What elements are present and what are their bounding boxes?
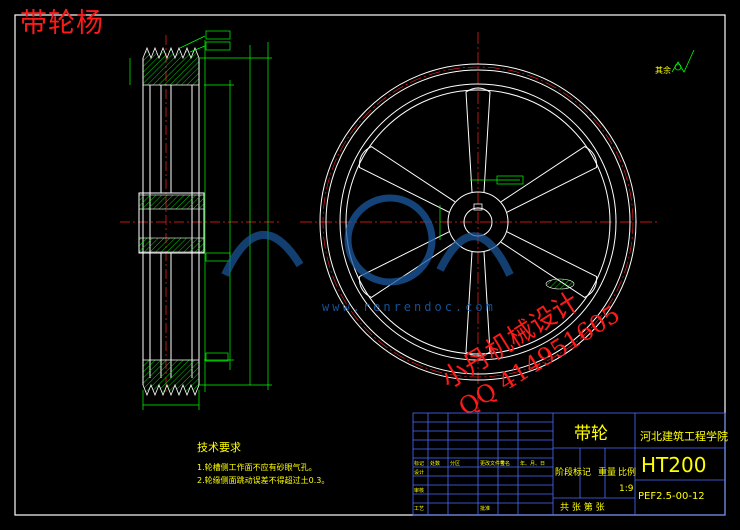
tolerance-frame [205,252,231,262]
tolerance-frame [205,30,231,40]
hub-hatch-bottom [138,237,205,253]
section-view [120,30,280,410]
hatched-section [545,278,575,290]
sign-label: 审核 [414,487,424,494]
spoke [358,231,456,298]
watermark-top-label: 带轮杨 [20,8,104,39]
keyway [473,203,483,211]
sign-label: 设计 [414,469,424,476]
rim-outer-circle [319,63,637,381]
stage-label: 阶段标记 [555,466,591,478]
drawing-number: PEF2.5-00-12 [638,491,705,502]
tiny-header: 签名 [500,460,510,467]
sign-label: 批准 [480,505,490,512]
ratio-label: 比例 [618,466,636,478]
sign-label: 工艺 [414,506,424,512]
pitch-circle [322,66,634,378]
note-item: 1.轮槽侧工作面不应有砂眼气孔。 [197,462,317,472]
tiny-header: 标记 [414,460,424,467]
top-groove-section [142,46,200,86]
watermark-logo [221,194,514,286]
part-name: 带轮 [574,424,608,444]
spoke [358,146,456,213]
tiny-header: 处数 [430,460,440,467]
roughness-symbol [671,49,695,73]
tolerance-frame [496,175,524,185]
bottom-groove-section [142,359,200,397]
tiny-header: 更改文件号 [480,460,505,467]
hub-outer-circle [447,191,509,253]
roughness-label: 其余 [655,65,671,75]
sheet-label: 共 张 第 张 [560,501,605,513]
front-view [300,32,695,410]
spoke [500,146,598,213]
watermark-site: www.renrendoc.com [322,300,496,314]
spoke [465,251,491,357]
tolerance-frame [205,41,231,51]
drawing-frame [14,14,726,516]
tiny-header: 分区 [450,460,460,467]
weight-label: 重量 [598,466,616,478]
hub-hatch-top [138,194,205,210]
leader-line [179,35,206,49]
rim-groove-circle [325,69,631,375]
tolerance-frame [205,352,229,362]
tiny-header: 年、月、日 [520,460,545,467]
title-block-frame [412,412,726,516]
notes-title: 技术要求 [197,441,241,454]
scale-value: 1:9 [619,484,634,494]
title-block: 带轮 河北建筑工程学院 HT200 PEF2.5-00-12 阶段标记 重量 比… [412,412,728,516]
note-item: 2.轮缘侧面跳动误差不得超过土0.3。 [197,475,329,485]
leader-line [189,45,206,53]
rim-inner-circle [339,83,617,361]
school-name: 河北建筑工程学院 [640,429,728,443]
spoke [500,231,598,298]
spoke [465,87,491,193]
material-code: HT200 [641,453,706,477]
rim-inner-circle-2 [345,89,611,355]
